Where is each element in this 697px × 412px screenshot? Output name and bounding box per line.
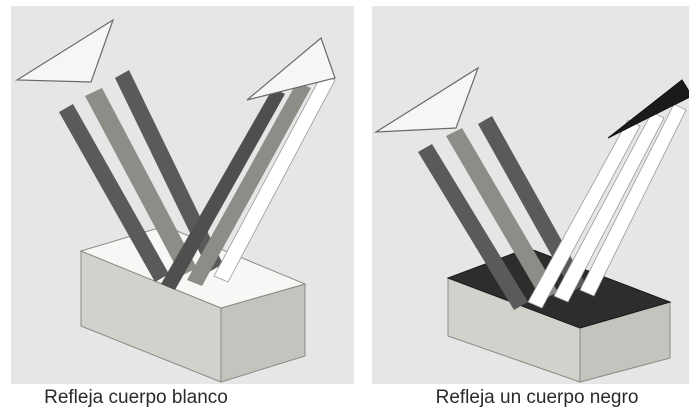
reflected-ray-medium [187,82,311,286]
white-body-panel [11,6,354,384]
black-body-panel [372,6,689,384]
incident-ray-medium [446,128,558,300]
reflected-ray-light-1 [527,119,641,309]
caption-white-body: Refleja cuerpo blanco [44,387,228,408]
incident-ray-dark [59,104,169,282]
reflected-ray-light-3 [579,103,687,297]
reflected-rays [527,103,687,309]
incident-ray-dark-2 [115,70,223,272]
incident-light-triangle [14,18,115,83]
reflected-ray-light [213,73,336,283]
incident-ray-dark [418,144,528,310]
caption-black-body: Refleja un cuerpo negro [435,387,639,408]
incident-light-triangle [373,66,480,133]
incident-ray-medium [85,88,197,276]
reflected-dark-triangle [607,79,689,139]
reflected-light-triangle [246,36,336,101]
reflected-rays [161,73,336,290]
white-body-illustration [14,18,336,383]
incident-rays [59,70,223,282]
reflected-ray-dark [161,88,285,290]
reflected-ray-light-2 [553,111,665,303]
black-body-illustration [373,66,689,383]
